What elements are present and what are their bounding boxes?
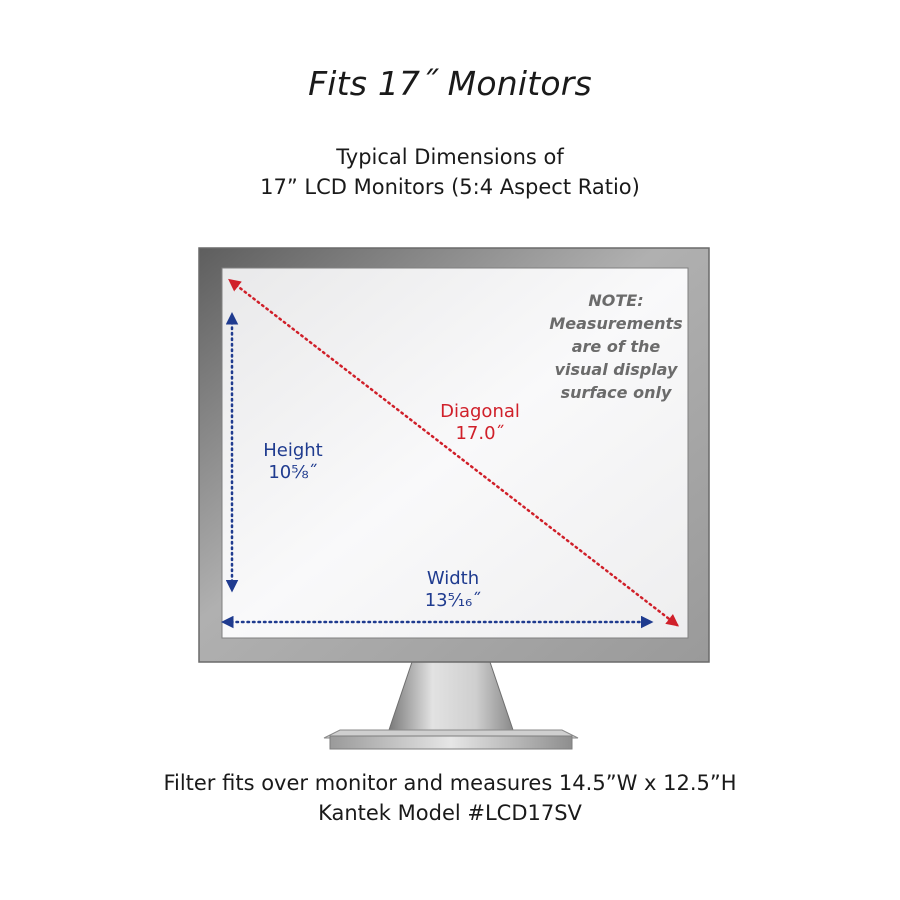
- width-label: Width 13⁵⁄₁₆˝: [398, 568, 508, 612]
- footer-line-2: Kantek Model #LCD17SV: [318, 801, 582, 825]
- note-line-2: Measurements: [549, 314, 683, 333]
- note-line-1: NOTE:: [588, 291, 644, 310]
- note-line-3: are of the: [571, 337, 661, 356]
- height-label-text: Height: [263, 440, 323, 461]
- stand-neck: [388, 661, 514, 731]
- footer-line-1: Filter fits over monitor and measures 14…: [163, 771, 737, 795]
- subtitle-line-1: Typical Dimensions of: [336, 145, 564, 169]
- subtitle: Typical Dimensions of 17” LCD Monitors (…: [0, 142, 900, 202]
- width-label-text: Width: [426, 568, 480, 589]
- footer: Filter fits over monitor and measures 14…: [0, 768, 900, 828]
- monitor-stand: [323, 661, 579, 750]
- note-line-5: surface only: [560, 383, 672, 402]
- diagonal-value: 17.0˝: [455, 423, 505, 444]
- height-value: 10⅝˝: [268, 462, 318, 483]
- note-line-4: visual display: [554, 360, 678, 379]
- subtitle-line-2: 17” LCD Monitors (5:4 Aspect Ratio): [260, 175, 640, 199]
- measurement-note: NOTE: Measurements are of the visual dis…: [536, 289, 696, 404]
- diagonal-label: Diagonal 17.0˝: [420, 401, 540, 445]
- diagonal-arrow: [228, 278, 679, 627]
- width-value: 13⁵⁄₁₆˝: [424, 590, 482, 611]
- stand-base: [329, 735, 573, 750]
- diagonal-label-text: Diagonal: [440, 401, 520, 422]
- page-title: Fits 17˝ Monitors: [308, 64, 592, 103]
- height-label: Height 10⅝˝: [245, 440, 341, 484]
